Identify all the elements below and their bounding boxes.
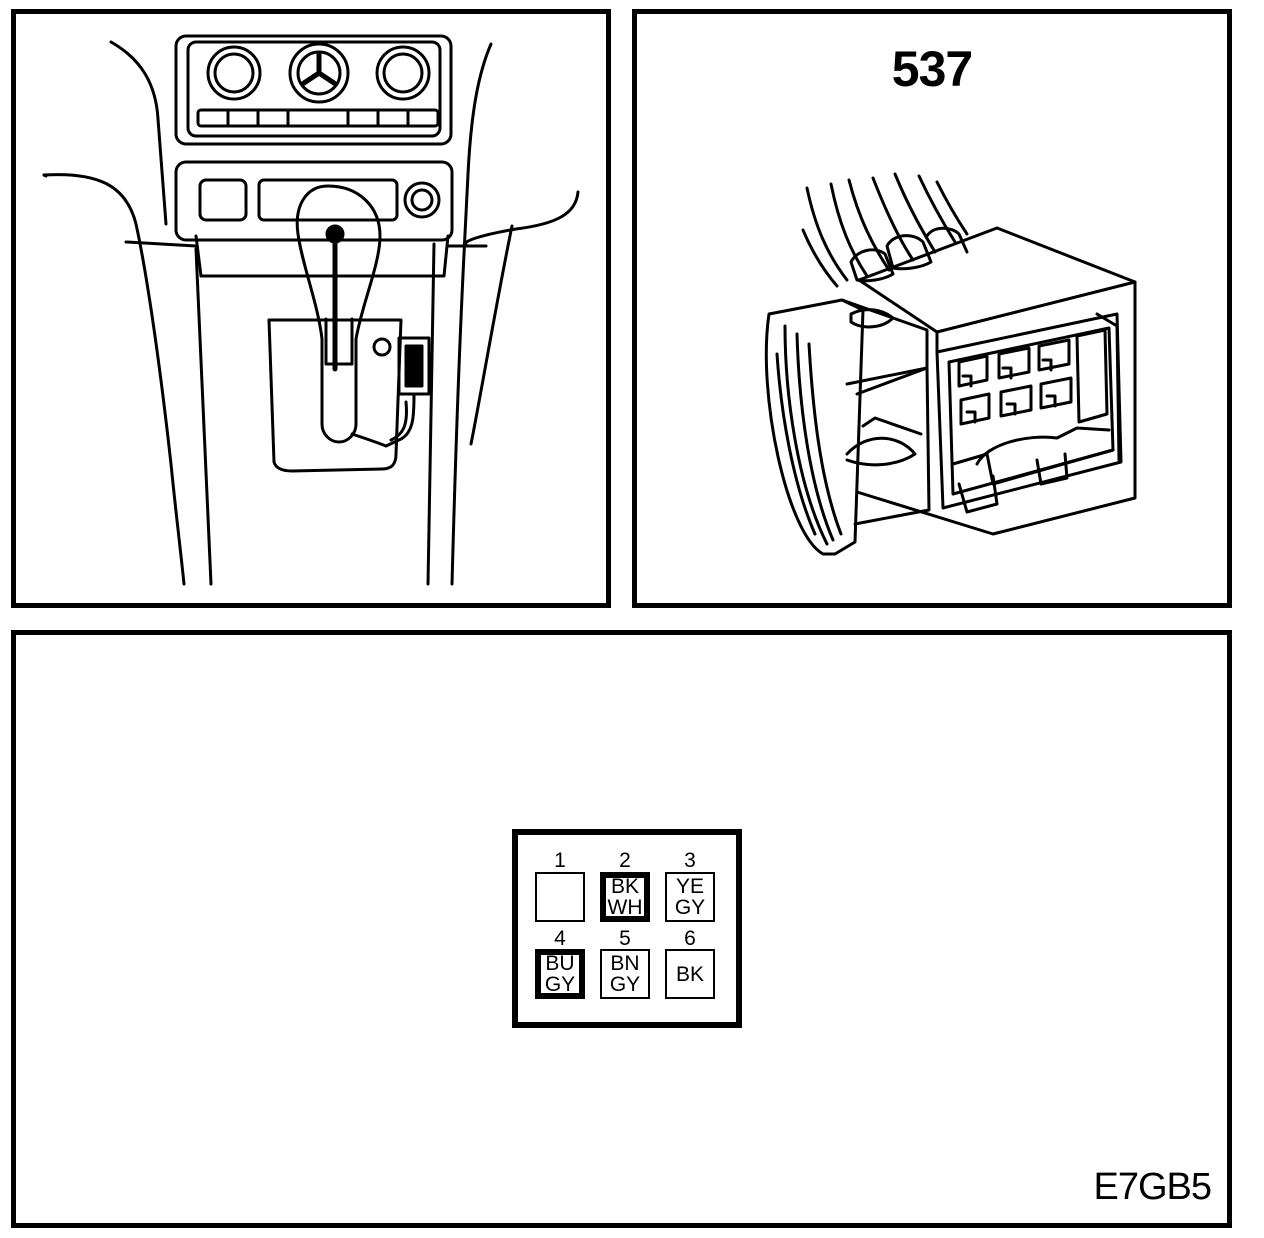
pin-6-number: 6 — [684, 927, 696, 950]
pin-3-number: 3 — [684, 849, 696, 872]
diagram-code: E7GB5 — [1093, 1166, 1212, 1208]
pin-6: BK — [665, 949, 715, 999]
connector-view-panel: 537 — [632, 9, 1232, 608]
pin-4-number: 4 — [554, 927, 566, 950]
console-location-panel — [11, 9, 611, 608]
connector-id: 537 — [891, 41, 973, 97]
connector-illustration — [764, 172, 1137, 556]
console-illustration — [42, 34, 580, 586]
pin-2-number: 2 — [619, 849, 631, 872]
pin-5-number: 5 — [619, 927, 631, 950]
pin-1-number: 1 — [554, 849, 566, 872]
pin-1 — [535, 872, 585, 922]
